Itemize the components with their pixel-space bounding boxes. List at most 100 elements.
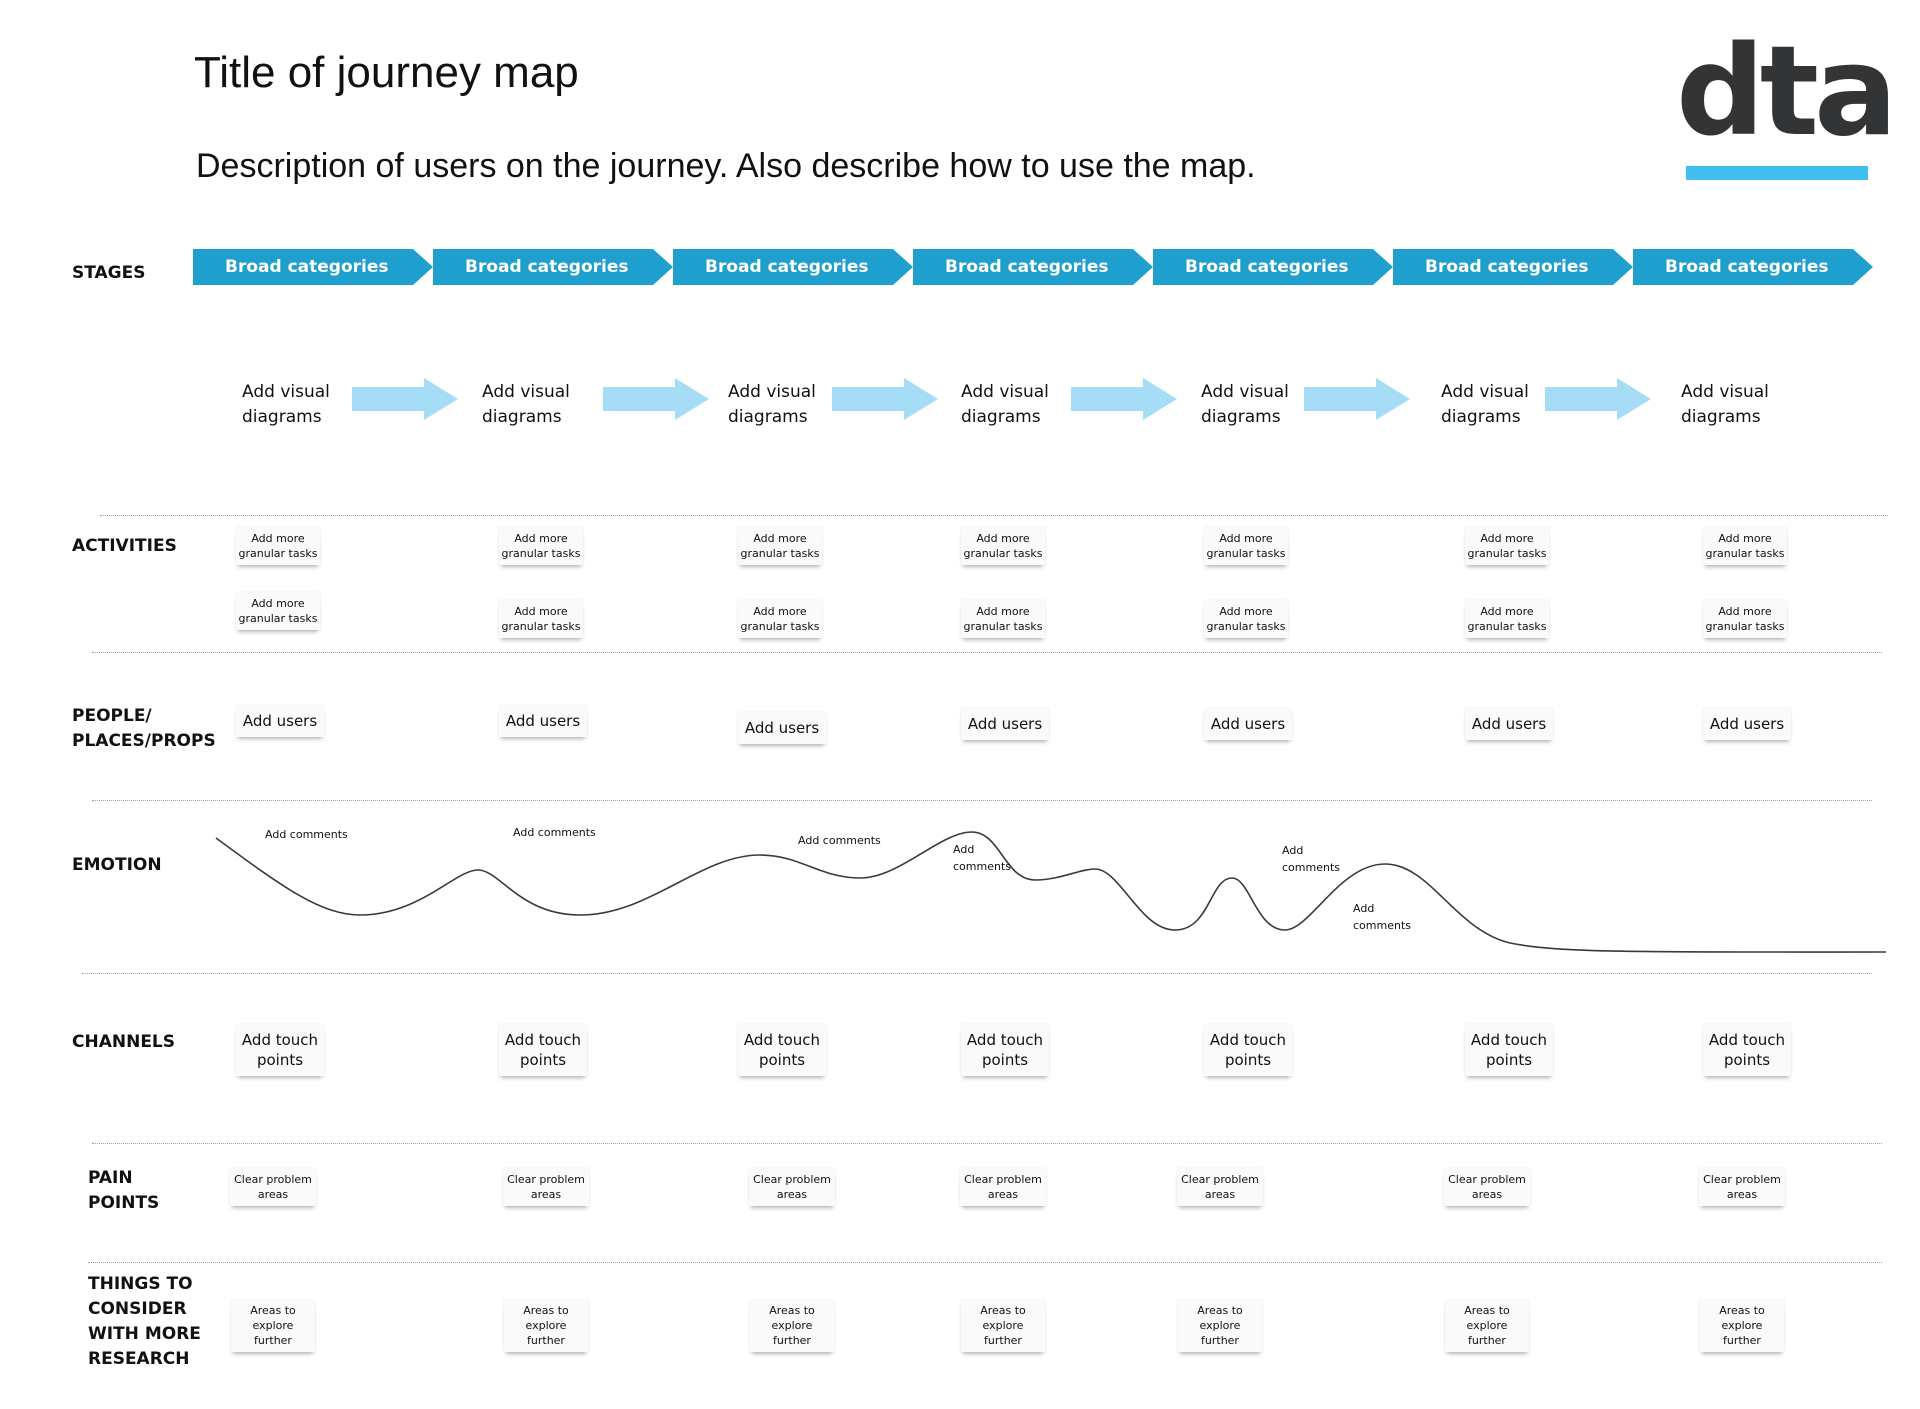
- stage-chevron[interactable]: Broad categories: [433, 249, 673, 285]
- row-label-stages: STAGES: [72, 263, 146, 283]
- text-line: Areas to: [980, 1304, 1026, 1317]
- text-line: Areas to: [1464, 1304, 1510, 1317]
- activity-note: Add more granular tasks: [961, 527, 1045, 565]
- row-label-line: THINGS TO: [88, 1274, 193, 1294]
- text-line: Add touch: [1209, 1031, 1287, 1049]
- text-line: Add visual: [728, 382, 816, 402]
- text-line: areas: [257, 1188, 289, 1201]
- text-line: granular tasks: [501, 620, 581, 633]
- stage-chevron[interactable]: Broad categories: [913, 249, 1153, 285]
- stage-label: Broad categories: [225, 257, 389, 277]
- text-line: Clear problem: [1448, 1173, 1526, 1186]
- flow-arrow-icon: [603, 378, 709, 420]
- text-line: explore further: [1466, 1319, 1508, 1347]
- text-line: Add more: [1219, 605, 1273, 618]
- text-line: granular tasks: [963, 547, 1043, 560]
- text-line: areas: [987, 1188, 1019, 1201]
- text-line: Add visual: [961, 382, 1049, 402]
- text-line: explore further: [1721, 1319, 1763, 1347]
- stage-chevron[interactable]: Broad categories: [193, 249, 433, 285]
- divider: [82, 973, 1872, 974]
- text-line: granular tasks: [238, 547, 318, 560]
- emotion-comment: Add comments: [953, 841, 1011, 875]
- text-line: Add touch: [504, 1031, 582, 1049]
- text-line: areas: [776, 1188, 808, 1201]
- divider: [92, 1143, 1882, 1144]
- text-line: points: [981, 1051, 1029, 1069]
- text-line: explore further: [982, 1319, 1024, 1347]
- stage-chevron[interactable]: Broad categories: [1633, 249, 1873, 285]
- text-line: Add more: [514, 532, 568, 545]
- text-line: diagrams: [482, 407, 562, 427]
- text-line: Clear problem: [1181, 1173, 1259, 1186]
- row-label-things-to-consider: THINGS TO CONSIDER WITH MORE RESEARCH: [88, 1272, 201, 1372]
- text-line: Add touch: [1708, 1031, 1786, 1049]
- text-line: explore further: [525, 1319, 567, 1347]
- row-label-activities: ACTIVITIES: [72, 536, 177, 556]
- row-label-line: PLACES/PROPS: [72, 731, 216, 751]
- text-line: diagrams: [961, 407, 1041, 427]
- people-note: Add users: [236, 705, 324, 737]
- stage-chevron[interactable]: Broad categories: [673, 249, 913, 285]
- text-line: explore further: [771, 1319, 813, 1347]
- logo-underline: [1686, 166, 1868, 180]
- chevron-shape: [1153, 249, 1393, 285]
- text-line: Areas to: [250, 1304, 296, 1317]
- text-line: comments: [953, 860, 1011, 873]
- chevron-fill: [1393, 249, 1633, 285]
- text-line: granular tasks: [963, 620, 1043, 633]
- row-label-line: WITH MORE: [88, 1324, 201, 1344]
- text-line: Add more: [976, 605, 1030, 618]
- text-line: Add comments: [513, 826, 596, 839]
- text-line: Add: [953, 843, 975, 856]
- chevron-fill: [673, 249, 913, 285]
- text-line: Add more: [976, 532, 1030, 545]
- people-note: Add users: [738, 712, 826, 744]
- people-note: Add users: [961, 708, 1049, 740]
- stage-chevron[interactable]: Broad categories: [1153, 249, 1393, 285]
- visual-diagram-placeholder: Add visual diagrams: [482, 380, 570, 430]
- pain-point-note: Clear problem areas: [1699, 1168, 1785, 1206]
- stage-label: Broad categories: [945, 257, 1109, 277]
- text-line: Add visual: [482, 382, 570, 402]
- chevron-shape: [673, 249, 913, 285]
- text-line: granular tasks: [1705, 620, 1785, 633]
- page-title: Title of journey map: [194, 48, 579, 97]
- text-line: Add more: [1219, 532, 1273, 545]
- stage-chevron[interactable]: Broad categories: [1393, 249, 1633, 285]
- text-line: diagrams: [242, 407, 322, 427]
- emotion-comment: Add comments: [798, 832, 881, 849]
- stage-label: Broad categories: [1665, 257, 1829, 277]
- row-label-channels: CHANNELS: [72, 1032, 176, 1052]
- text-line: Clear problem: [1703, 1173, 1781, 1186]
- text-line: Add visual: [1441, 382, 1529, 402]
- text-line: areas: [1726, 1188, 1758, 1201]
- text-line: points: [1224, 1051, 1272, 1069]
- chevron-shape: [913, 249, 1153, 285]
- text-line: Add more: [1718, 605, 1772, 618]
- text-line: Add visual: [1201, 382, 1289, 402]
- divider: [92, 652, 1882, 653]
- text-line: granular tasks: [1467, 547, 1547, 560]
- text-line: Clear problem: [753, 1173, 831, 1186]
- chevron-shape: [1633, 249, 1873, 285]
- row-label-line: PEOPLE/: [72, 706, 152, 726]
- text-line: granular tasks: [1467, 620, 1547, 633]
- text-line: Areas to: [1719, 1304, 1765, 1317]
